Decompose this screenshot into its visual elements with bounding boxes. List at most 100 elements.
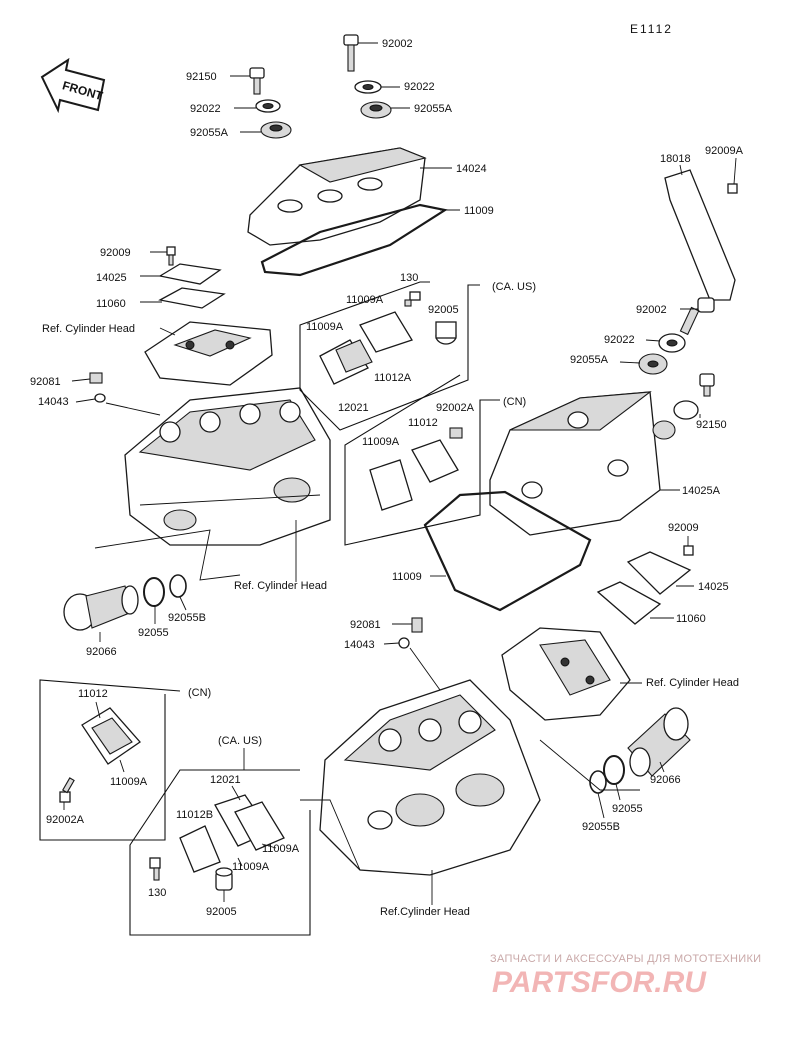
label-92066-lower: 92066: [650, 774, 681, 786]
label-92150-left: 92150: [186, 71, 217, 83]
gasket-11009-right: [423, 490, 592, 612]
label-14043-left: 14043: [38, 396, 69, 408]
cap-92005-lower: [215, 867, 233, 902]
diagram-code: E1112: [630, 22, 673, 36]
label-caus-lower: (CA. US): [218, 735, 262, 747]
label-11060-left: 11060: [96, 298, 126, 310]
label-14024: 14024: [456, 163, 487, 175]
box-caus-upper: [299, 281, 480, 431]
ball-14043-lower: [383, 637, 410, 649]
oring-92055-lower: [603, 755, 625, 801]
gasket-11060-left: [140, 287, 226, 309]
label-11009A-c: 11009A: [362, 436, 400, 448]
grommet-92055A-top: [360, 101, 410, 119]
label-14043-lower: 14043: [344, 639, 375, 651]
label-11009A-e: 11009A: [262, 843, 300, 855]
label-130-lower: 130: [148, 887, 166, 899]
label-11009A-d: 11009A: [110, 776, 148, 788]
reed-cover-cn-upper: [369, 427, 463, 511]
label-92055A-right: 92055A: [570, 354, 609, 366]
bolt-92002A-lower: [59, 777, 75, 810]
reed-valve-lower: [179, 785, 285, 873]
washer-92022-left: [234, 99, 281, 113]
head-cover-14025A: [489, 391, 680, 536]
label-11060-right: 11060: [676, 613, 706, 625]
leader-lower-head-fan: [300, 799, 361, 871]
label-refhead-b: Ref. Cylinder Head: [646, 677, 739, 689]
bolt-92002-top: [343, 34, 378, 72]
cap-92005-upper: [435, 321, 457, 345]
watermark-brand: PARTSFOR.RU: [492, 966, 707, 999]
label-92022-top: 92022: [404, 81, 435, 93]
label-130-upper: 130: [400, 272, 418, 284]
label-92002A-lower: 92002A: [46, 814, 85, 826]
label-11012B: 11012B: [176, 809, 213, 821]
cylinder-head-front: [319, 647, 541, 876]
head-cover-14024: [247, 147, 452, 246]
label-92009-left: 92009: [100, 247, 131, 259]
cam-cap-right: [501, 627, 642, 721]
label-92150-right: 92150: [696, 419, 727, 431]
leader-lower-fittings: [539, 739, 640, 791]
label-92022-right: 92022: [604, 334, 635, 346]
label-92005-lower: 92005: [206, 906, 237, 918]
oring-92055B-lower: [589, 770, 607, 819]
label-refhead-d: Ref.Cylinder Head: [380, 906, 470, 918]
fitting-92066-upper: [63, 585, 139, 642]
label-14025-left: 14025: [96, 272, 127, 284]
label-92055A-top: 92055A: [414, 103, 453, 115]
bolt-130-upper: [404, 291, 421, 307]
gasket-11060-right: [596, 581, 674, 625]
label-92055B-upper: 92055B: [168, 612, 206, 624]
label-11012-upper: 11012: [408, 417, 438, 429]
washer-92022-top: [354, 80, 400, 94]
leader-upper-head-fan: [94, 529, 241, 581]
grommet-92055A-right: [619, 353, 668, 375]
label-11012-lower: 11012: [78, 688, 108, 700]
label-92055-upper: 92055: [138, 627, 169, 639]
label-11012A: 11012A: [374, 372, 412, 384]
watermark-tagline: ЗАПЧАСТИ И АКСЕССУАРЫ ДЛЯ МОТОТЕХНИКИ: [490, 953, 761, 965]
fitting-92066-lower: [627, 707, 691, 777]
reed-cover-cn-lower: [81, 701, 141, 773]
spring-92081-left: [71, 372, 103, 384]
label-cn-lower: (CN): [188, 687, 211, 699]
label-92081-left: 92081: [30, 376, 61, 388]
label-12021-upper: 12021: [338, 402, 369, 414]
grommet-92055A-left: [240, 121, 292, 139]
bolt-130-lower: [149, 857, 161, 881]
label-cn-upper: (CN): [503, 396, 526, 408]
label-11009A-b: 11009A: [306, 321, 344, 333]
cam-cap-left: [144, 321, 273, 386]
label-refhead-c: Ref. Cylinder Head: [234, 580, 327, 592]
label-92002A-upper: 92002A: [436, 402, 475, 414]
cylinder-head-rear: [105, 387, 331, 546]
oring-92055-upper: [143, 577, 165, 624]
label-12021-lower: 12021: [210, 774, 241, 786]
label-92055B-lower: 92055B: [582, 821, 620, 833]
spring-92081-lower: [392, 617, 423, 633]
label-11009-right: 11009: [392, 571, 422, 583]
guide-18018: [664, 164, 736, 301]
label-11009A-a: 11009A: [346, 294, 384, 306]
screw-92009-left: [150, 246, 176, 266]
screw-92009-right: [683, 536, 694, 556]
label-14025A: 14025A: [682, 485, 721, 497]
plate-14025-right: [626, 551, 694, 595]
label-92009-right: 92009: [668, 522, 699, 534]
label-92009A: 92009A: [705, 145, 744, 157]
label-92002-right: 92002: [636, 304, 667, 316]
box-cn-upper: [344, 374, 500, 546]
label-92066-upper: 92066: [86, 646, 117, 658]
bolt-92150-left: [230, 67, 265, 95]
front-arrow-icon: FRONT: [40, 57, 106, 114]
label-92002-top: 92002: [382, 38, 413, 50]
label-refhead-a: Ref. Cylinder Head: [42, 323, 135, 335]
label-92005-upper: 92005: [428, 304, 459, 316]
label-92022-left: 92022: [190, 103, 221, 115]
label-92055-lower: 92055: [612, 803, 643, 815]
label-14025-right: 14025: [698, 581, 729, 593]
label-11009A-f: 11009A: [232, 861, 270, 873]
washer-92022-right: [645, 333, 686, 353]
